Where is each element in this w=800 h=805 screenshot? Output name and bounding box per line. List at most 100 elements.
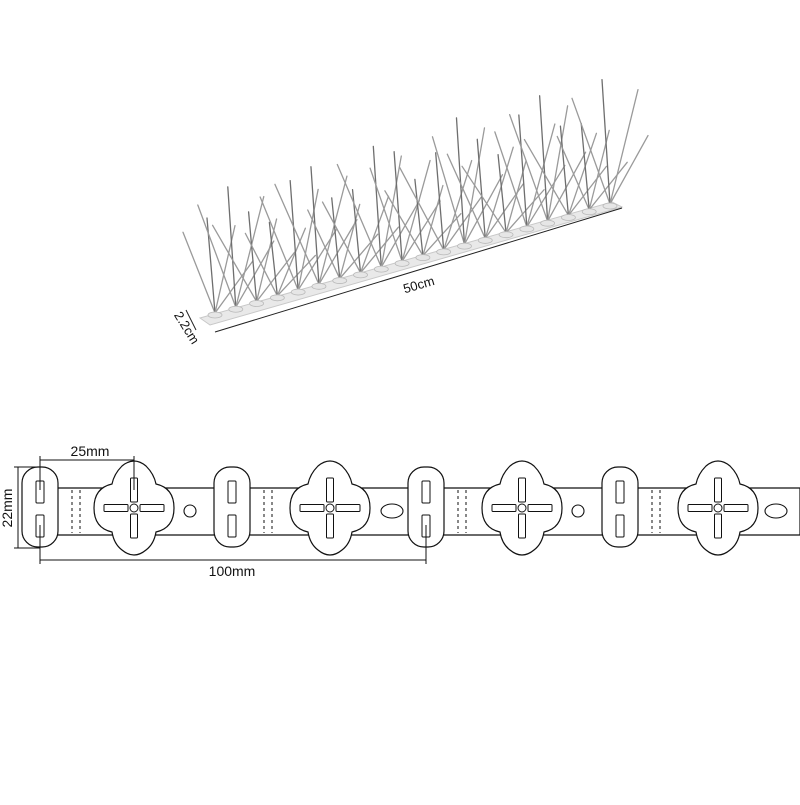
- mount-slot: [227, 514, 237, 538]
- spike-wire: [401, 159, 431, 263]
- center-hole: [325, 503, 335, 513]
- mount-slot: [615, 514, 625, 538]
- spike-wire: [567, 132, 598, 217]
- spike-mount: [436, 248, 452, 256]
- spike-wire: [307, 209, 341, 280]
- cross-arm: [687, 504, 713, 512]
- spike-wire: [546, 105, 569, 222]
- strip-units: [21, 460, 788, 556]
- span-label: 100mm: [209, 563, 256, 579]
- cross-arm: [714, 513, 722, 539]
- mount-slot: [421, 480, 431, 504]
- spike-wire: [393, 151, 403, 263]
- spike-mounts: [207, 202, 618, 319]
- spike-wire: [494, 131, 528, 228]
- length-label: 50cm: [401, 273, 436, 296]
- oval-hole: [380, 503, 404, 519]
- spike-wire: [518, 114, 528, 228]
- spike-wire: [227, 186, 237, 308]
- spike-wire: [580, 122, 590, 211]
- pitch-label: 25mm: [71, 443, 110, 459]
- spike-mount: [207, 311, 223, 319]
- center-hole: [129, 503, 139, 513]
- center-hole: [713, 503, 723, 513]
- spike-wire: [538, 95, 549, 222]
- spike-wire: [255, 218, 278, 303]
- spike-wire: [247, 211, 258, 303]
- spike-wire: [609, 134, 649, 205]
- spike-wire: [497, 153, 507, 234]
- spike-mount: [561, 214, 576, 221]
- spike-wire: [359, 226, 400, 274]
- spike-wire: [321, 201, 362, 274]
- spike-wire: [289, 179, 299, 291]
- spike-wire: [211, 224, 258, 303]
- spike-wire: [331, 197, 341, 280]
- cross-arm: [491, 504, 517, 512]
- cross-arm: [130, 513, 138, 539]
- spike-wire: [609, 88, 639, 205]
- spike-mount: [394, 259, 410, 267]
- spike-wire: [380, 155, 402, 268]
- spike-wire: [235, 195, 265, 308]
- spike-mount: [540, 219, 556, 227]
- spike-wire: [318, 218, 358, 285]
- spike-wire: [399, 166, 445, 251]
- spike-wire: [297, 188, 319, 291]
- spike-mount: [498, 231, 514, 239]
- spike-wire: [336, 163, 382, 268]
- spike-wire: [274, 183, 320, 285]
- spike-wire: [508, 113, 549, 222]
- spike-wire: [435, 152, 445, 251]
- spike-mount: [228, 305, 244, 313]
- spike-mount: [249, 300, 264, 307]
- spike-wire: [443, 159, 473, 251]
- spike-wire: [431, 136, 466, 245]
- cross-arm: [518, 477, 526, 503]
- spike-wires: [182, 79, 649, 314]
- spike-wire: [372, 145, 382, 268]
- spike-wire: [505, 189, 545, 234]
- cross-arm: [527, 504, 553, 512]
- spike-wire: [276, 227, 307, 297]
- spike-wire: [369, 167, 403, 263]
- spike-wire: [461, 165, 507, 234]
- spike-wire: [571, 97, 611, 205]
- oval-hole: [764, 503, 788, 519]
- spike-mount: [477, 237, 493, 244]
- spike-mount: [332, 277, 348, 284]
- slot-pad: [213, 466, 251, 548]
- center-hole: [517, 503, 527, 513]
- spike-mount: [373, 265, 389, 273]
- spike-mount: [602, 202, 618, 210]
- cross-arm: [714, 477, 722, 503]
- spike-mount: [269, 294, 285, 302]
- spike-wire: [401, 200, 441, 263]
- cross-arm: [139, 504, 165, 512]
- cross-arm: [723, 504, 749, 512]
- spike-mount: [311, 282, 327, 290]
- spike-wire: [559, 125, 570, 217]
- spike-wire: [484, 146, 514, 240]
- height-dimension-line: [185, 309, 197, 331]
- spike-mount: [457, 242, 472, 250]
- spike-wire: [601, 79, 611, 205]
- spike-wire: [182, 231, 216, 314]
- cross-arm: [335, 504, 361, 512]
- spike-wire: [546, 151, 587, 222]
- cross-arm: [518, 513, 526, 539]
- length-dimension-line: [214, 207, 623, 333]
- bird-spike-photo: 50cm 2.2cm: [171, 79, 649, 347]
- spike-wire: [476, 138, 486, 240]
- spike-wire: [414, 178, 424, 257]
- cross-arm: [103, 504, 129, 512]
- cross-arm: [326, 513, 334, 539]
- spike-wire: [523, 138, 570, 217]
- spike-mount: [519, 225, 535, 233]
- spike-wire: [455, 117, 466, 245]
- height-label: 2.2cm: [171, 309, 202, 347]
- spike-mount: [415, 254, 431, 262]
- spike-mount: [353, 271, 368, 279]
